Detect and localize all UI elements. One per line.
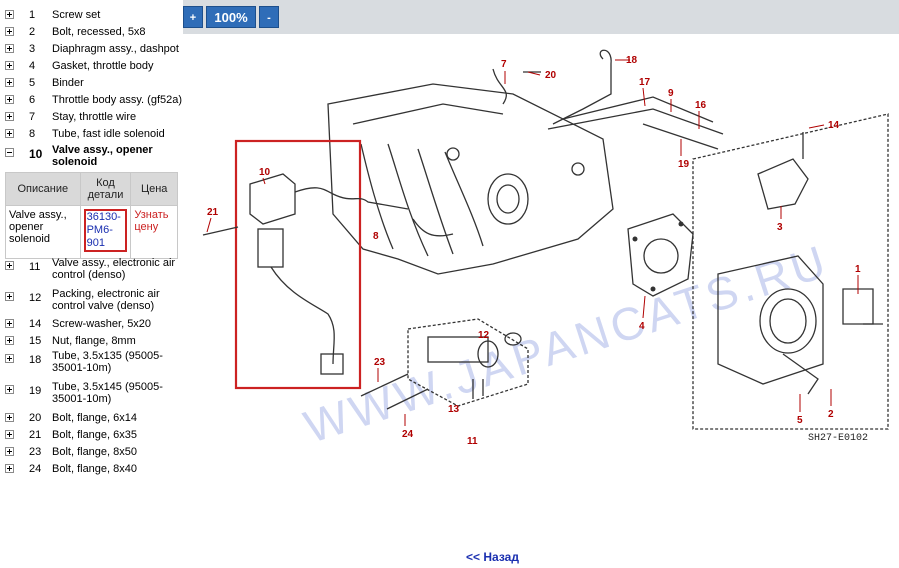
parts-diagram: WWW.JAPANCATS.RU [202, 49, 889, 453]
expand-icon[interactable] [5, 43, 14, 53]
expand-icon[interactable] [5, 292, 14, 301]
callout-13[interactable]: 13 [448, 404, 460, 415]
expand-icon[interactable] [5, 94, 14, 104]
cell-part-code: 36130-PM6-901 [79, 205, 132, 259]
callout-5[interactable]: 5 [797, 415, 803, 426]
part-detail-table: Описание Код детали Цена Valve assy., op… [5, 172, 178, 259]
callout-19[interactable]: 19 [678, 159, 690, 170]
watermark-text: WWW.JAPANCATS.RU [298, 234, 835, 453]
callout-14[interactable]: 14 [828, 120, 840, 131]
zoom-level[interactable]: 100% [206, 6, 256, 28]
column-header-price: Цена [130, 172, 178, 206]
callout-10[interactable]: 10 [259, 167, 271, 178]
expand-icon[interactable] [5, 9, 14, 19]
expand-icon[interactable] [5, 111, 14, 121]
callout-24[interactable]: 24 [402, 429, 414, 440]
callout-leader-lines [206, 59, 859, 426]
callout-18[interactable]: 18 [626, 55, 638, 66]
intake-manifold-drawing [327, 83, 614, 275]
callout-1[interactable]: 1 [855, 264, 861, 275]
eacv-drawing [407, 318, 529, 407]
collapse-icon[interactable] [5, 148, 14, 157]
opener-solenoid-drawing [234, 139, 454, 390]
callout-12[interactable]: 12 [478, 330, 490, 341]
throttle-body-drawing [692, 113, 889, 430]
expand-icon[interactable] [5, 60, 14, 70]
part-code-link[interactable]: 36130-PM6-901 [83, 209, 128, 252]
expand-icon[interactable] [5, 463, 14, 473]
table-row: Valve assy., opener solenoid 36130-PM6-9… [5, 205, 178, 259]
diagram-panel: + 100% - WWW.JAPANCATS.RU [183, 0, 899, 536]
callout-labels: 1 2 3 4 5 7 8 9 10 11 12 13 14 16 17 18 … [207, 55, 861, 447]
zoom-in-button[interactable]: + [183, 6, 203, 28]
expand-icon[interactable] [5, 77, 14, 87]
callout-11[interactable]: 11 [467, 436, 478, 447]
callout-21[interactable]: 21 [207, 207, 219, 218]
footer [0, 536, 899, 568]
price-link[interactable]: Узнать цену [134, 209, 169, 233]
callout-17[interactable]: 17 [639, 77, 651, 88]
cell-price: Узнать цену [130, 205, 178, 259]
expand-icon[interactable] [5, 385, 14, 394]
callout-20[interactable]: 20 [545, 70, 557, 81]
column-header-part-code: Код детали [79, 172, 132, 206]
diagram-canvas[interactable]: WWW.JAPANCATS.RU [183, 34, 899, 536]
expand-icon[interactable] [5, 412, 14, 422]
back-link[interactable]: << Назад [466, 550, 519, 564]
expand-icon[interactable] [5, 335, 14, 345]
callout-8[interactable]: 8 [373, 231, 379, 242]
diagram-code: SH27-E0102 [808, 433, 868, 444]
expand-icon[interactable] [5, 26, 14, 36]
callout-7[interactable]: 7 [501, 59, 507, 70]
expand-icon[interactable] [5, 446, 14, 456]
callout-4[interactable]: 4 [639, 321, 645, 332]
callout-2[interactable]: 2 [828, 409, 834, 420]
expand-icon[interactable] [5, 318, 14, 328]
expand-icon[interactable] [5, 354, 14, 363]
expand-icon[interactable] [5, 429, 14, 439]
zoom-out-button[interactable]: - [259, 6, 279, 28]
expand-icon[interactable] [5, 128, 14, 138]
callout-9[interactable]: 9 [668, 88, 674, 99]
callout-23[interactable]: 23 [374, 357, 386, 368]
gasket-drawing [627, 213, 694, 297]
expand-icon[interactable] [5, 261, 14, 270]
bolts-drawing [202, 71, 883, 410]
callout-3[interactable]: 3 [777, 222, 783, 233]
callout-16[interactable]: 16 [695, 100, 707, 111]
column-header-description: Описание [5, 172, 81, 206]
cell-description: Valve assy., opener solenoid [5, 205, 81, 259]
vacuum-tubes-drawing [492, 49, 724, 150]
